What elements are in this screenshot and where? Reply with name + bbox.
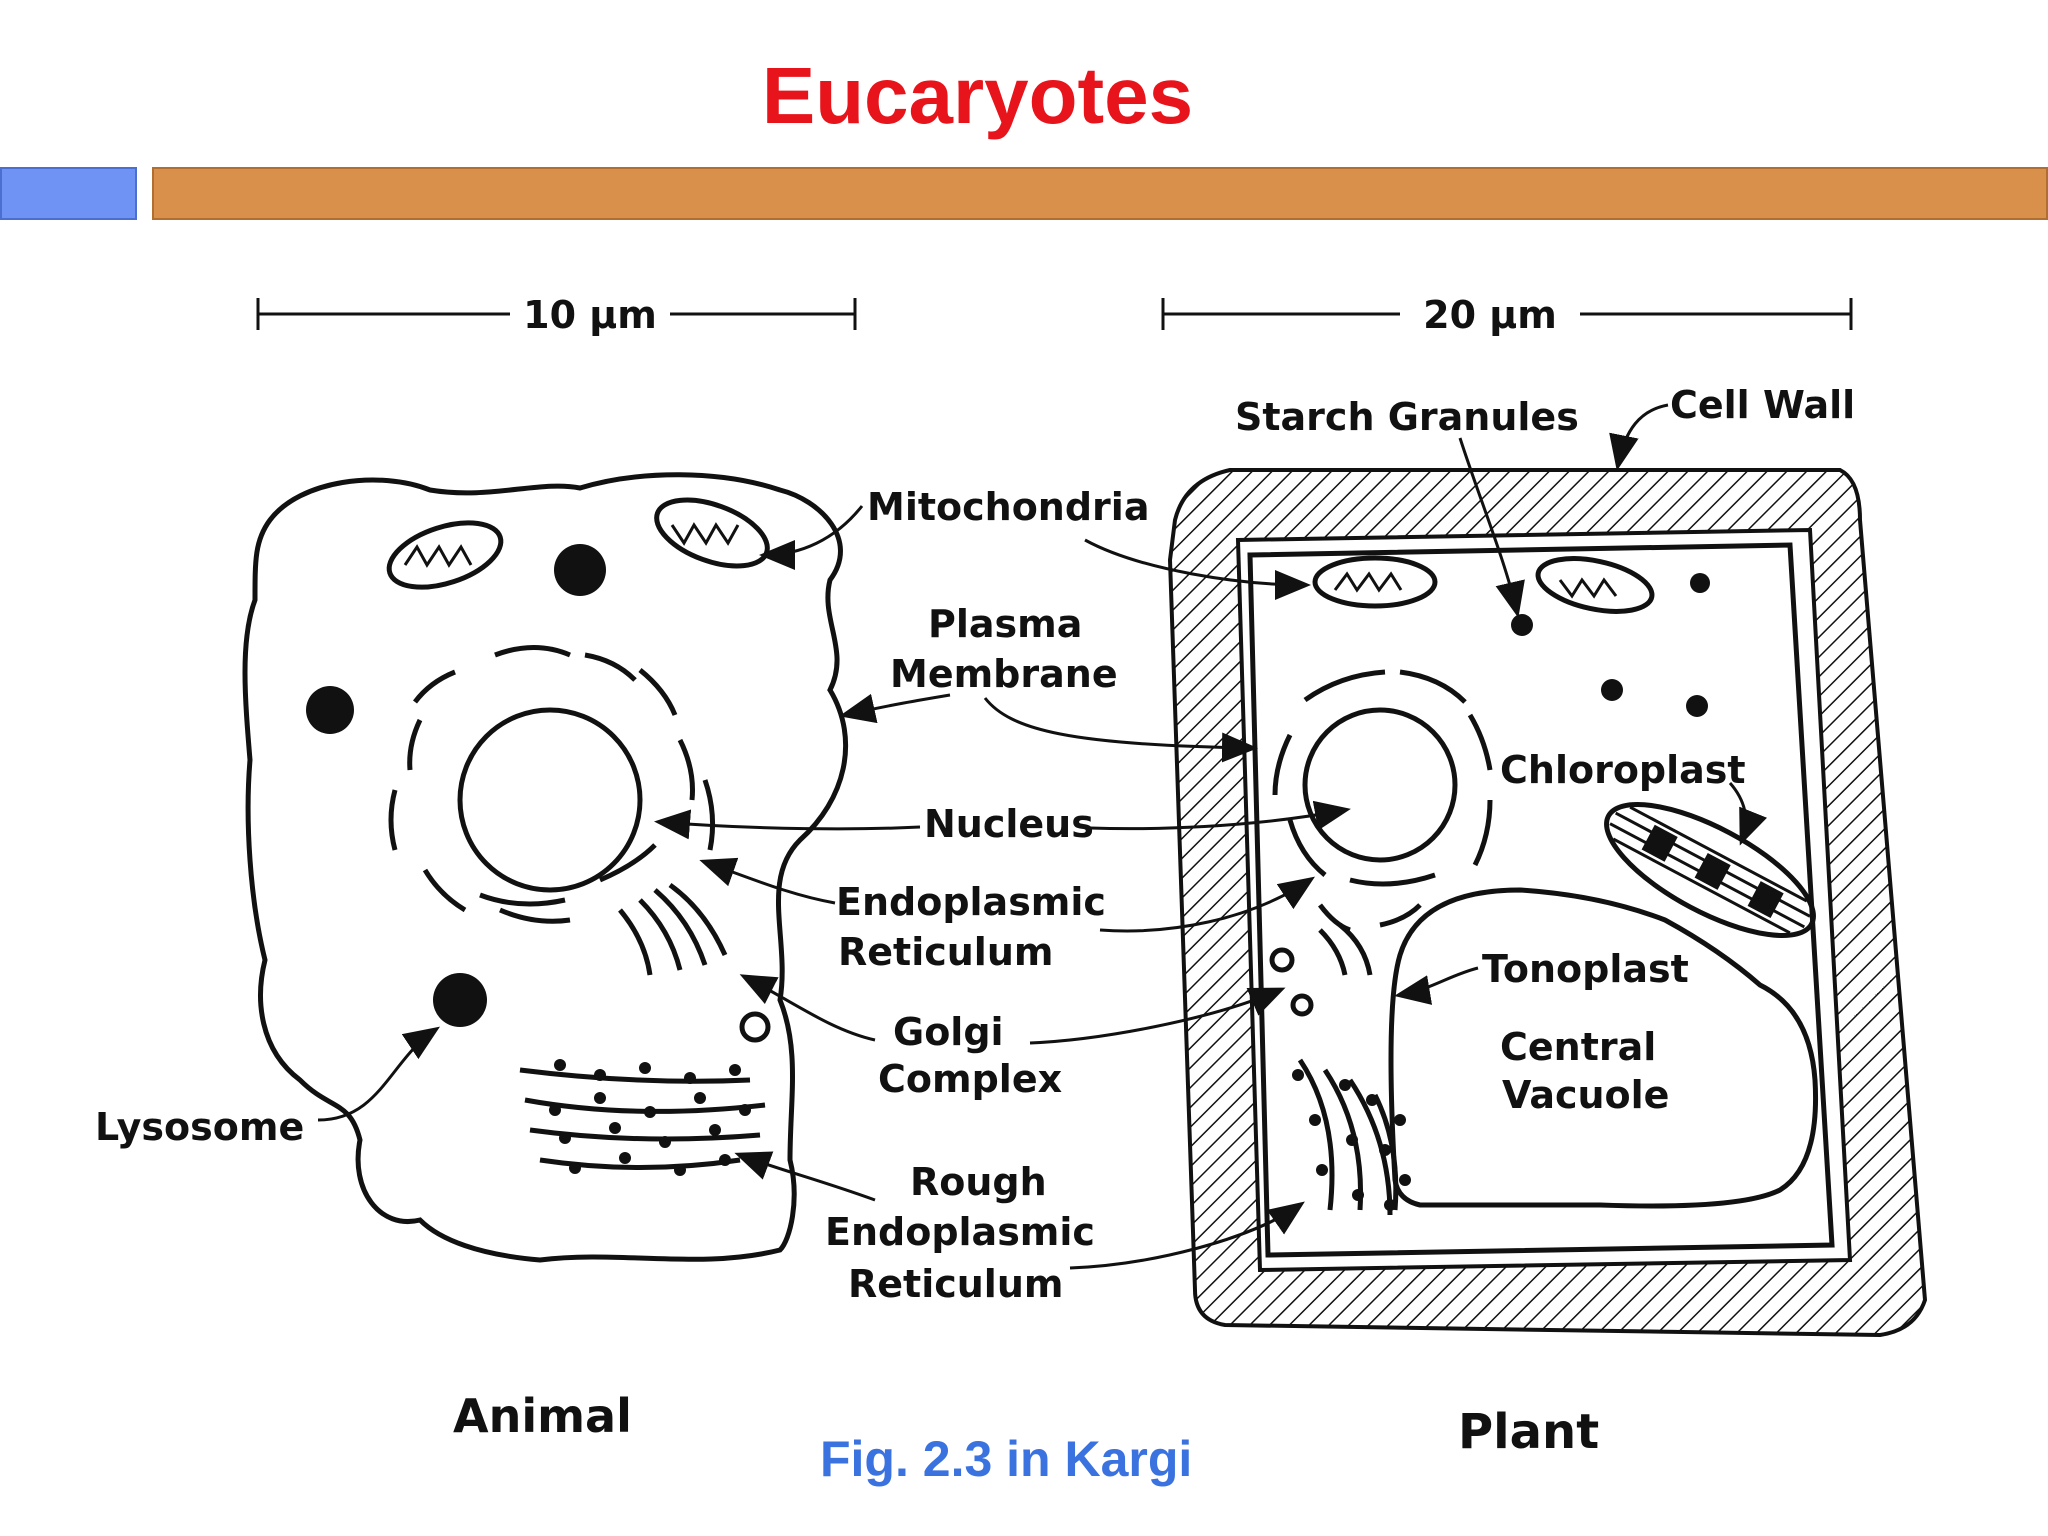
plant-mitochondrion bbox=[1535, 556, 1655, 614]
label-tonoplast: Tonoplast bbox=[1482, 947, 1689, 991]
animal-rough-er bbox=[519, 1059, 766, 1176]
label-rough-er-2: Endoplasmic bbox=[825, 1210, 1095, 1254]
plant-plasma-membrane bbox=[1247, 542, 1835, 1258]
starch-granule bbox=[1690, 573, 1710, 593]
animal-cell bbox=[242, 472, 849, 1263]
scale-bar-animal: 10 µm bbox=[256, 290, 857, 340]
plant-cell bbox=[1167, 468, 1928, 1338]
animal-plasma-membrane bbox=[242, 472, 849, 1263]
label-starch-granules: Starch Granules bbox=[1235, 395, 1579, 439]
label-central-vacuole-2: Vacuole bbox=[1502, 1073, 1669, 1117]
plant-golgi-complex bbox=[1269, 923, 1373, 1017]
labels: Mitochondria Plasma Membrane Nucleus End… bbox=[95, 383, 1855, 1460]
label-plasma-membrane-1: Plasma bbox=[928, 602, 1082, 646]
scale-label-animal: 10 µm bbox=[523, 293, 657, 337]
animal-mitochondrion bbox=[654, 497, 770, 569]
label-plant: Plant bbox=[1458, 1404, 1599, 1460]
label-central-vacuole-1: Central bbox=[1500, 1025, 1656, 1069]
chloroplast bbox=[1604, 802, 1816, 938]
label-chloroplast: Chloroplast bbox=[1500, 748, 1746, 792]
plant-rough-er bbox=[1292, 1058, 1411, 1216]
scale-bar-plant: 20 µm bbox=[1161, 290, 1853, 340]
plant-endoplasmic-reticulum bbox=[1272, 669, 1493, 933]
label-plasma-membrane-2: Membrane bbox=[890, 652, 1118, 696]
label-rough-er-3: Reticulum bbox=[848, 1262, 1063, 1306]
label-rough-er-1: Rough bbox=[910, 1160, 1047, 1204]
animal-vesicle bbox=[739, 1011, 771, 1043]
animal-lysosome bbox=[554, 544, 606, 596]
leader-lines bbox=[317, 403, 1768, 1270]
starch-granule bbox=[1686, 695, 1708, 717]
scale-label-plant: 20 µm bbox=[1423, 293, 1557, 337]
label-golgi-complex-2: Complex bbox=[878, 1057, 1062, 1101]
accent-bar-orange bbox=[152, 167, 2048, 220]
label-endoplasmic-reticulum-2: Reticulum bbox=[838, 930, 1053, 974]
label-mitochondria: Mitochondria bbox=[867, 485, 1149, 529]
animal-endoplasmic-reticulum bbox=[388, 645, 716, 924]
label-endoplasmic-reticulum-1: Endoplasmic bbox=[836, 880, 1106, 924]
starch-granule bbox=[1601, 679, 1623, 701]
plant-nucleus bbox=[1302, 707, 1458, 863]
label-nucleus: Nucleus bbox=[924, 802, 1094, 846]
figure-caption: Fig. 2.3 in Kargi bbox=[820, 1431, 1193, 1487]
animal-golgi-complex bbox=[618, 882, 728, 976]
label-animal: Animal bbox=[453, 1389, 632, 1443]
starch-granule bbox=[1511, 614, 1533, 636]
animal-lysosome bbox=[433, 973, 487, 1027]
accent-bar-blue bbox=[0, 167, 137, 220]
central-vacuole bbox=[1388, 887, 1819, 1209]
plant-mitochondrion bbox=[1312, 555, 1438, 609]
label-golgi-complex-1: Golgi bbox=[893, 1010, 1004, 1054]
plant-cell-wall bbox=[1167, 468, 1928, 1338]
animal-mitochondrion bbox=[386, 520, 504, 590]
slide-title: Eucaryotes bbox=[761, 51, 1194, 140]
animal-nucleus bbox=[457, 707, 643, 893]
label-cell-wall: Cell Wall bbox=[1670, 383, 1855, 427]
label-lysosome: Lysosome bbox=[95, 1105, 304, 1149]
animal-lysosome bbox=[306, 686, 354, 734]
